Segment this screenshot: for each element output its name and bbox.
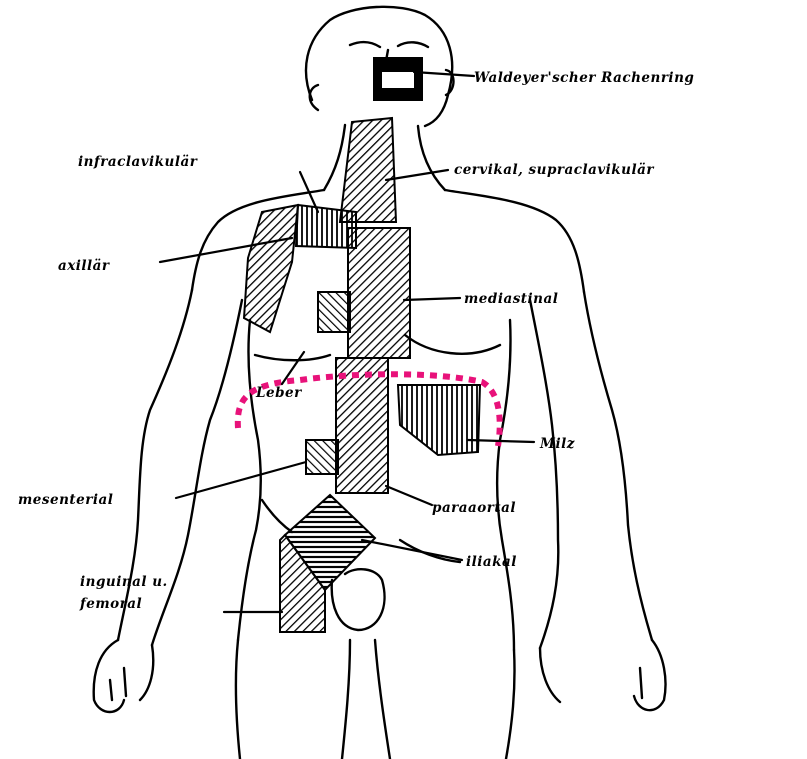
region-cervical (340, 118, 396, 222)
region-hilar (318, 292, 350, 332)
leg-right (506, 650, 515, 759)
region-spleen (398, 385, 480, 455)
chest-right (405, 335, 500, 354)
label-waldeyer: Waldeyer'scher Rachenring (474, 70, 694, 86)
label-axillary: axillär (58, 258, 110, 274)
leg-inner-right (375, 640, 390, 759)
groin (332, 569, 385, 630)
eyes (350, 42, 428, 47)
neck-left (324, 125, 345, 190)
arm-right-inner (530, 300, 558, 648)
label-iliakal: iliakal (466, 554, 517, 570)
inguinal-left (262, 500, 292, 532)
arm-left-inner (152, 300, 242, 645)
chest-left (255, 355, 330, 360)
leader-paraaortal (386, 486, 432, 505)
hand-left (94, 640, 154, 712)
label-cervical: cervikal, supraclavikulär (454, 162, 654, 178)
node-regions (244, 58, 480, 632)
label-inguinal-line1: inguinal u. (80, 574, 168, 590)
label-infraclavicular: infraclavikulär (78, 154, 198, 170)
label-mesenterial: mesenterial (18, 492, 113, 508)
label-inguinal-line2: femoral (79, 596, 142, 612)
leader-iliakal (362, 540, 462, 560)
shoulder-right (445, 190, 584, 292)
region-mesenterial (306, 440, 338, 474)
region-mediastinal (348, 228, 410, 358)
region-axillary (244, 205, 298, 332)
leader-mediastinal (404, 298, 460, 300)
torso-right (497, 320, 514, 650)
leg-inner-left (342, 640, 350, 759)
leg-left (236, 640, 240, 759)
leader-mesenterial (176, 462, 306, 498)
hand-right (540, 640, 666, 710)
label-spleen: Milz (539, 436, 575, 452)
neck-right (418, 126, 445, 190)
label-liver: Leber (255, 385, 302, 401)
region-waldeyer-mouth (382, 72, 414, 88)
arm-right-outer (584, 292, 652, 640)
leader-cervical (386, 170, 448, 180)
label-paraaortal: paraaortal (432, 500, 516, 516)
label-mediastinal: mediastinal (464, 291, 558, 307)
